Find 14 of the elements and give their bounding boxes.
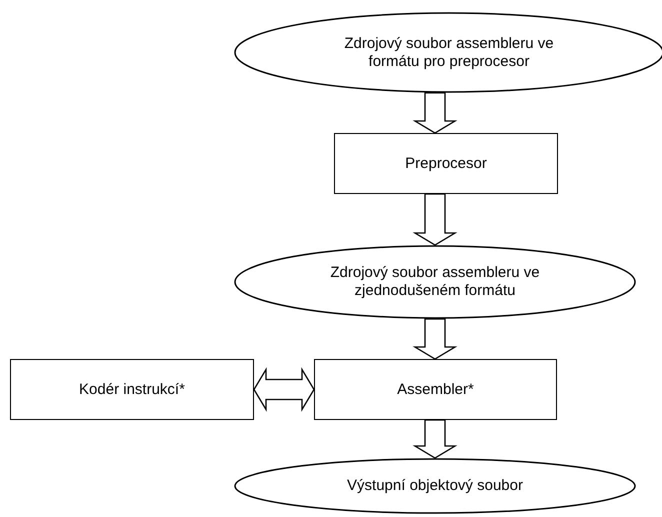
- process-box: [334, 133, 558, 194]
- block-arrow: [412, 318, 458, 360]
- block-arrow: [412, 92, 458, 134]
- block-arrow: [253, 367, 315, 412]
- block-arrow: [412, 419, 458, 459]
- process-box: [10, 359, 254, 420]
- node-label: Kodér instrukcí*: [79, 380, 185, 398]
- node-label: Zdrojový soubor assembleru ve zjednodušeném formátu: [329, 264, 541, 300]
- node-label: Výstupní objektový soubor: [347, 477, 523, 495]
- node-label: Zdrojový soubor assembleru ve formátu pro preprocesor: [343, 34, 555, 70]
- node-label: Assembler*: [397, 380, 474, 398]
- block-arrow: [412, 193, 458, 246]
- process-box: [314, 359, 557, 420]
- node-label: Preprocesor: [405, 154, 487, 172]
